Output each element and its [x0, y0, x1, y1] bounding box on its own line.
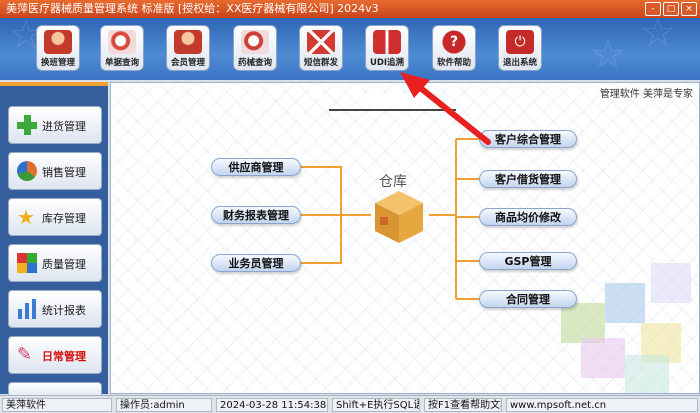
customer-loan-button[interactable]: 客户借货管理 [479, 170, 577, 188]
user-switch-icon [44, 30, 72, 54]
supplier-management-button[interactable]: 供应商管理 [211, 158, 301, 176]
sms-broadcast-button[interactable]: 短信群发 [299, 25, 343, 71]
minimize-button[interactable]: - [645, 2, 661, 16]
magnifier-icon [108, 30, 136, 54]
envelope-icon [307, 30, 335, 54]
sidebar-item-purchase[interactable]: 进货管理 [8, 106, 102, 144]
pencil-icon: ✎ [17, 344, 33, 365]
connector-lines [301, 93, 691, 393]
header-slogan: 管理软件 美萍是专家 [599, 89, 693, 100]
udi-trace-button[interactable]: UDI追溯 [365, 25, 409, 71]
status-bar: 美萍软件 操作员:admin 2024-03-28 11:54:38 Shift… [0, 395, 700, 413]
sidebar: 进货管理 销售管理 ★ 库存管理 质量管理 统计报表 ✎ 日常管理 [0, 82, 108, 398]
sidebar-item-sales[interactable]: 销售管理 [8, 152, 102, 190]
blocks-icon [17, 253, 37, 273]
document-query-button[interactable]: 单据查询 [100, 25, 144, 71]
status-help-hint: 按F1查看帮助文档 [424, 398, 502, 412]
gsp-management-button[interactable]: GSP管理 [479, 252, 577, 270]
status-operator: 操作员:admin [116, 398, 212, 412]
financial-report-button[interactable]: 财务报表管理 [211, 206, 301, 224]
udi-icon [373, 30, 401, 54]
status-website: www.mpsoft.net.cn [506, 398, 698, 412]
window-controls: - □ × [645, 2, 697, 16]
sidebar-item-statistics[interactable]: 统计报表 [8, 290, 102, 328]
window-title: 美萍医疗器械质量管理系统 标准版 [授权给：XX医疗器械有限公司] 2024v3 [6, 2, 379, 15]
bar-chart-icon [17, 299, 37, 319]
main-panel: 管理软件 美萍是专家 [110, 82, 700, 394]
close-button[interactable]: × [681, 2, 697, 16]
status-datetime: 2024-03-28 11:54:38 [216, 398, 328, 412]
title-bar: 美萍医疗器械质量管理系统 标准版 [授权给：XX医疗器械有限公司] 2024v3… [0, 0, 700, 18]
customer-management-button[interactable]: 客户综合管理 [479, 130, 577, 148]
status-app-name: 美萍软件 [2, 398, 112, 412]
warehouse-label: 仓库 [379, 174, 407, 190]
cube-decoration-icon [561, 263, 691, 393]
device-query-button[interactable]: 药械查询 [233, 25, 277, 71]
sidebar-item-inventory[interactable]: ★ 库存管理 [8, 198, 102, 236]
search-doc-icon [241, 30, 269, 54]
sidebar-item-daily[interactable]: ✎ 日常管理 [8, 336, 102, 374]
plus-icon [17, 115, 37, 135]
exit-system-button[interactable]: ⏻ 退出系统 [498, 25, 542, 71]
salesman-management-button[interactable]: 业务员管理 [211, 254, 301, 272]
member-management-button[interactable]: 会员管理 [166, 25, 210, 71]
warehouse-box-icon [375, 191, 423, 243]
average-price-button[interactable]: 商品均价修改 [479, 208, 577, 226]
star-decoration-icon: ☆ [590, 32, 626, 78]
shift-management-button[interactable]: 换班管理 [36, 25, 80, 71]
star-icon: ★ [17, 205, 35, 229]
members-icon [174, 30, 202, 54]
toolbar: ☆ ☆ ☆ 换班管理 单据查询 会员管理 药械查询 短信群发 UDI追溯 ? 软… [0, 18, 700, 80]
contract-management-button[interactable]: 合同管理 [479, 290, 577, 308]
help-icon: ? [440, 30, 468, 54]
power-icon: ⏻ [506, 30, 534, 54]
sidebar-item-quality[interactable]: 质量管理 [8, 244, 102, 282]
pie-chart-icon [17, 161, 37, 181]
sidebar-item-partial[interactable] [8, 382, 102, 398]
software-help-button[interactable]: ? 软件帮助 [432, 25, 476, 71]
star-decoration-icon: ☆ [640, 18, 676, 56]
status-sql-hint: Shift+E执行SQL语句 [332, 398, 420, 412]
maximize-button[interactable]: □ [663, 2, 679, 16]
